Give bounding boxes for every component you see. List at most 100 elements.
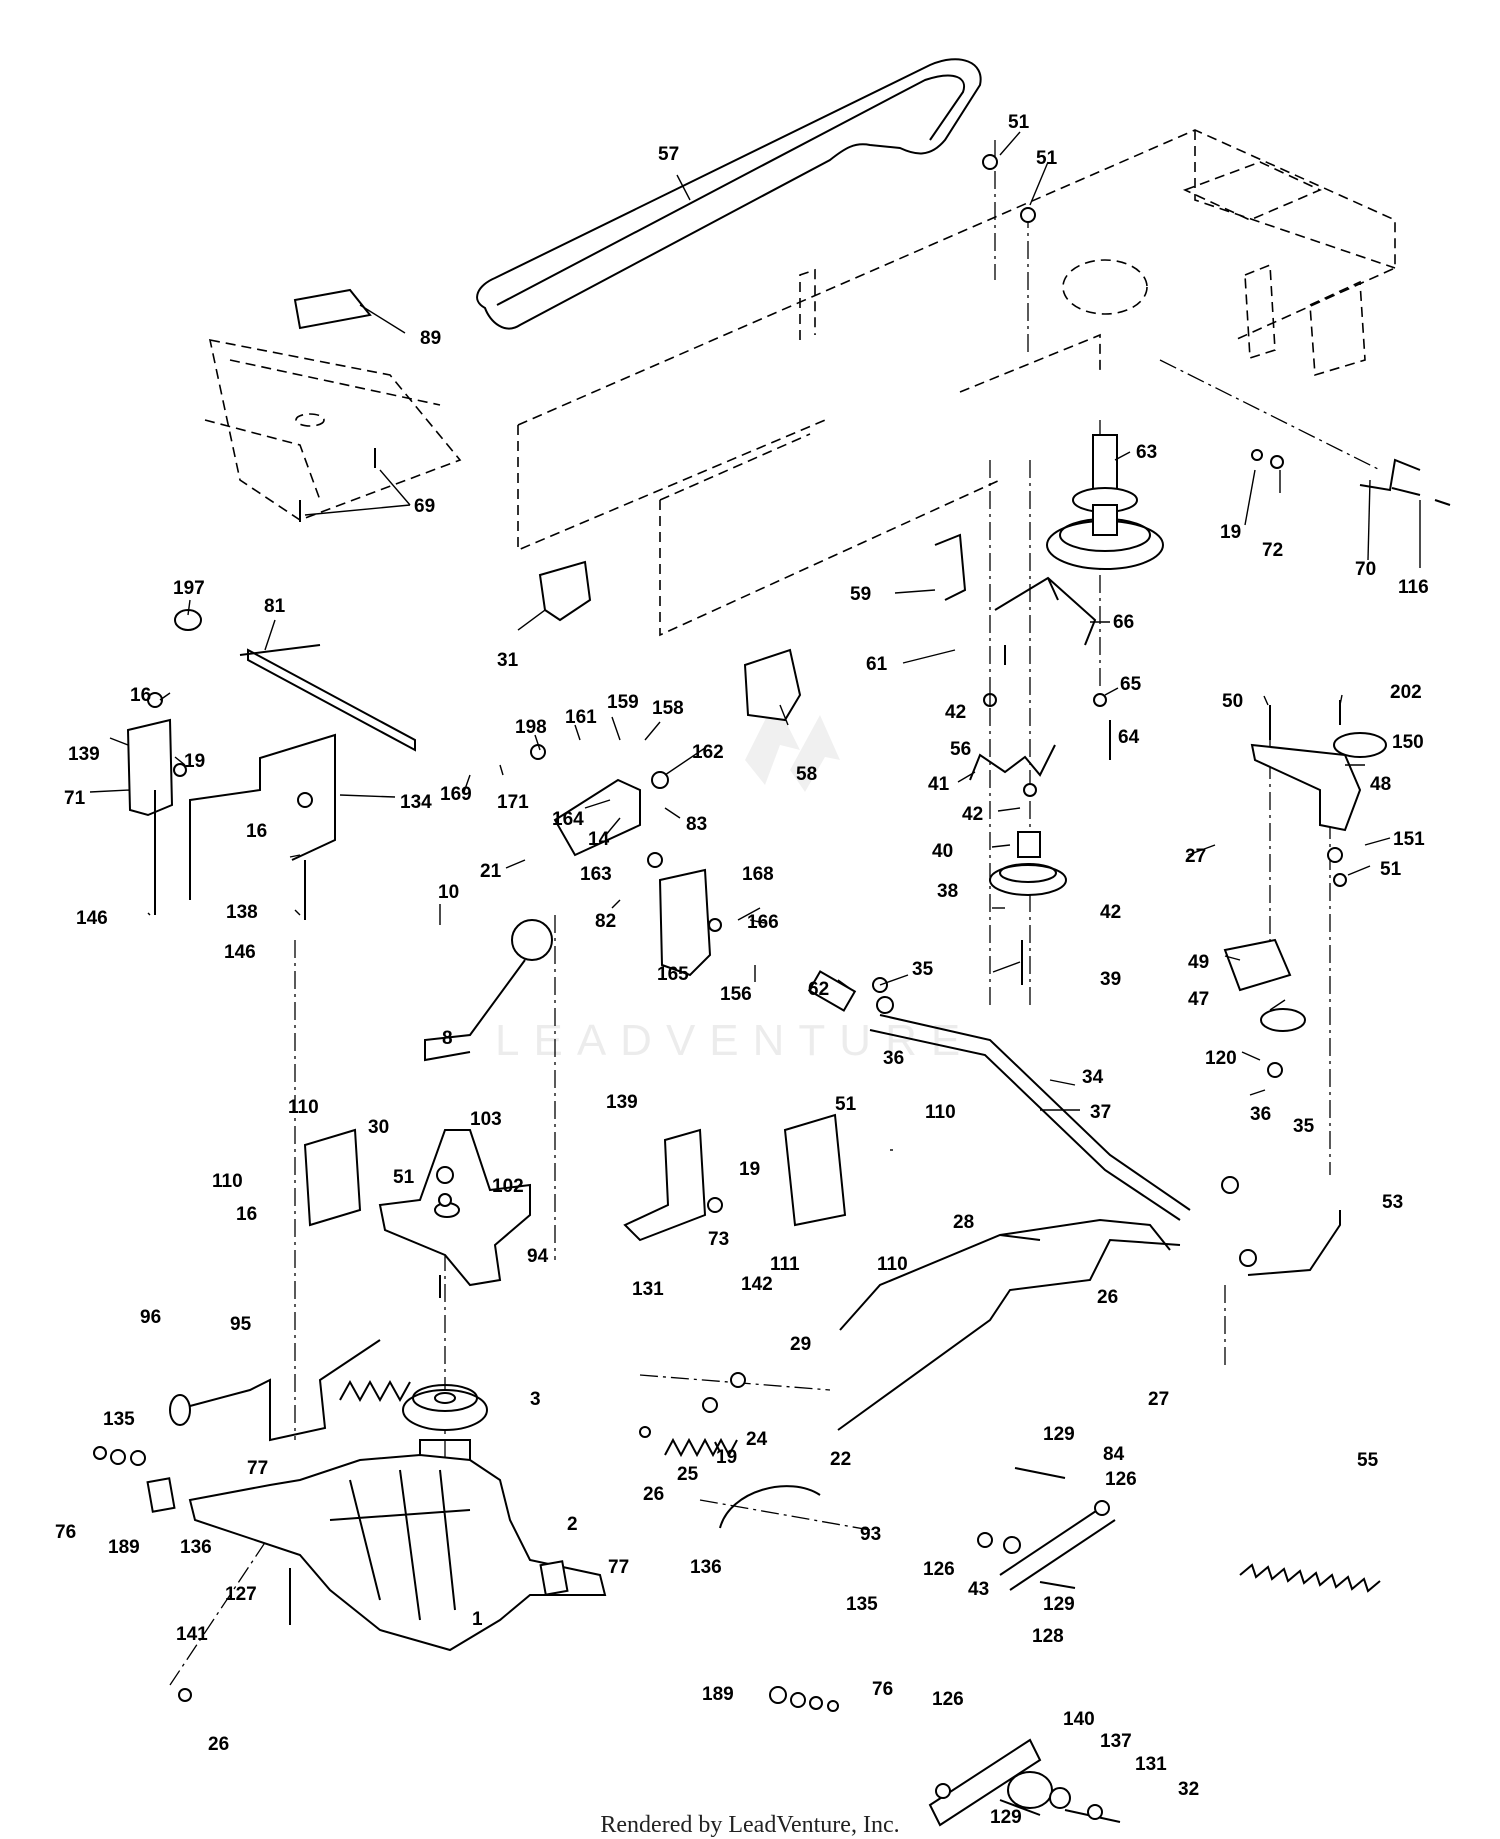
callout-43: 43 <box>968 1579 989 1600</box>
belt-guide-41 <box>969 744 1056 781</box>
callout-27: 27 <box>1185 846 1206 867</box>
callout-39: 39 <box>1100 969 1121 990</box>
callout-150: 150 <box>1392 732 1424 753</box>
callout-56: 56 <box>950 739 971 760</box>
callout-19: 19 <box>716 1447 737 1468</box>
transaxle-1 <box>146 1439 607 1652</box>
callout-141: 141 <box>176 1624 208 1645</box>
callout-93: 93 <box>860 1524 881 1545</box>
plate-165 <box>658 868 712 977</box>
callout-47: 47 <box>1188 989 1209 1010</box>
frame <box>517 129 1396 637</box>
pulley-63 <box>1046 434 1164 570</box>
rod-28 <box>839 1218 1171 1331</box>
plate-159 <box>553 778 641 857</box>
brake-arm-128 <box>928 1738 1121 1827</box>
callout-135: 135 <box>103 1409 135 1430</box>
callout-1: 1 <box>472 1609 483 1630</box>
callout-16: 16 <box>236 1204 257 1225</box>
callout-64: 64 <box>1118 727 1140 748</box>
knob-21 <box>511 919 553 961</box>
callout-51: 51 <box>393 1167 415 1188</box>
link-84 <box>999 1504 1116 1591</box>
callout-139: 139 <box>68 744 100 765</box>
callout-110: 110 <box>212 1171 243 1192</box>
callout-110: 110 <box>288 1097 319 1118</box>
callout-159: 159 <box>607 692 639 713</box>
leader-lines <box>89 131 1421 1151</box>
callout-129: 129 <box>1043 1594 1075 1615</box>
callout-26: 26 <box>208 1734 229 1755</box>
callout-16: 16 <box>130 685 151 706</box>
callout-158: 158 <box>652 698 684 719</box>
callout-134: 134 <box>400 792 432 813</box>
callout-69: 69 <box>414 496 435 517</box>
callout-76: 76 <box>55 1522 76 1543</box>
callout-161: 161 <box>565 707 597 728</box>
callout-63: 63 <box>1136 442 1157 463</box>
callout-83: 83 <box>686 814 707 835</box>
callout-62: 62 <box>808 979 829 1000</box>
callout-128: 128 <box>1032 1626 1064 1647</box>
callout-129: 129 <box>990 1807 1022 1828</box>
callout-29: 29 <box>790 1334 811 1355</box>
callout-111: 111 <box>770 1254 800 1275</box>
callout-34: 34 <box>1082 1067 1104 1088</box>
callout-32: 32 <box>1178 1779 1199 1800</box>
callout-202: 202 <box>1390 682 1422 703</box>
callout-171: 171 <box>497 792 529 813</box>
callout-58: 58 <box>796 764 817 785</box>
footer-credit: Rendered by LeadVenture, Inc. <box>600 1812 900 1838</box>
callout-95: 95 <box>230 1314 252 1335</box>
callout-156: 156 <box>720 984 752 1005</box>
callout-59: 59 <box>850 584 871 605</box>
callout-89: 89 <box>420 328 441 349</box>
callout-26: 26 <box>643 1484 664 1505</box>
callout-137: 137 <box>1100 1731 1132 1752</box>
callout-136: 136 <box>180 1537 212 1558</box>
callout-102: 102 <box>492 1176 524 1197</box>
bracket-30 <box>303 1128 362 1227</box>
callout-82: 82 <box>595 911 616 932</box>
callout-126: 126 <box>923 1559 955 1580</box>
callout-127: 127 <box>225 1584 257 1605</box>
hose-93 <box>719 1485 821 1529</box>
guide-59 <box>934 533 967 601</box>
callout-71: 71 <box>64 788 86 809</box>
callout-37: 37 <box>1090 1102 1111 1123</box>
callout-103: 103 <box>470 1109 502 1130</box>
callout-26: 26 <box>1097 1287 1118 1308</box>
pulley-38 <box>989 831 1067 896</box>
hood-latch <box>293 288 372 330</box>
callout-35: 35 <box>912 959 934 980</box>
callout-3: 3 <box>530 1389 541 1410</box>
callout-146: 146 <box>224 942 256 963</box>
callout-42: 42 <box>962 804 983 825</box>
callout-22: 22 <box>830 1449 851 1470</box>
callout-142: 142 <box>741 1274 773 1295</box>
screw <box>299 448 376 522</box>
lever-8 <box>424 959 526 1062</box>
callout-53: 53 <box>1382 1192 1403 1213</box>
callout-49: 49 <box>1188 952 1209 973</box>
callout-77: 77 <box>608 1557 629 1578</box>
callout-162: 162 <box>692 742 724 763</box>
callout-51: 51 <box>835 1094 857 1115</box>
callout-55: 55 <box>1357 1450 1379 1471</box>
hardware <box>93 154 1451 1820</box>
callout-169: 169 <box>440 784 472 805</box>
belt-guide-66 <box>994 576 1097 646</box>
callout-131: 131 <box>632 1279 664 1300</box>
callout-77: 77 <box>247 1458 268 1479</box>
callout-51: 51 <box>1008 112 1030 133</box>
shaft-95 <box>174 1339 381 1442</box>
callout-51: 51 <box>1036 148 1058 169</box>
callout-36: 36 <box>883 1048 904 1069</box>
spring-25 <box>664 1437 738 1458</box>
idler-bracket-48 <box>1223 732 1387 1032</box>
callout-151: 151 <box>1393 829 1425 850</box>
callout-61: 61 <box>866 654 888 675</box>
rod-22 <box>837 1238 1181 1431</box>
callout-labels: 57 51 51 89 69 63 19 72 70 116 197 81 31… <box>55 112 1429 1828</box>
